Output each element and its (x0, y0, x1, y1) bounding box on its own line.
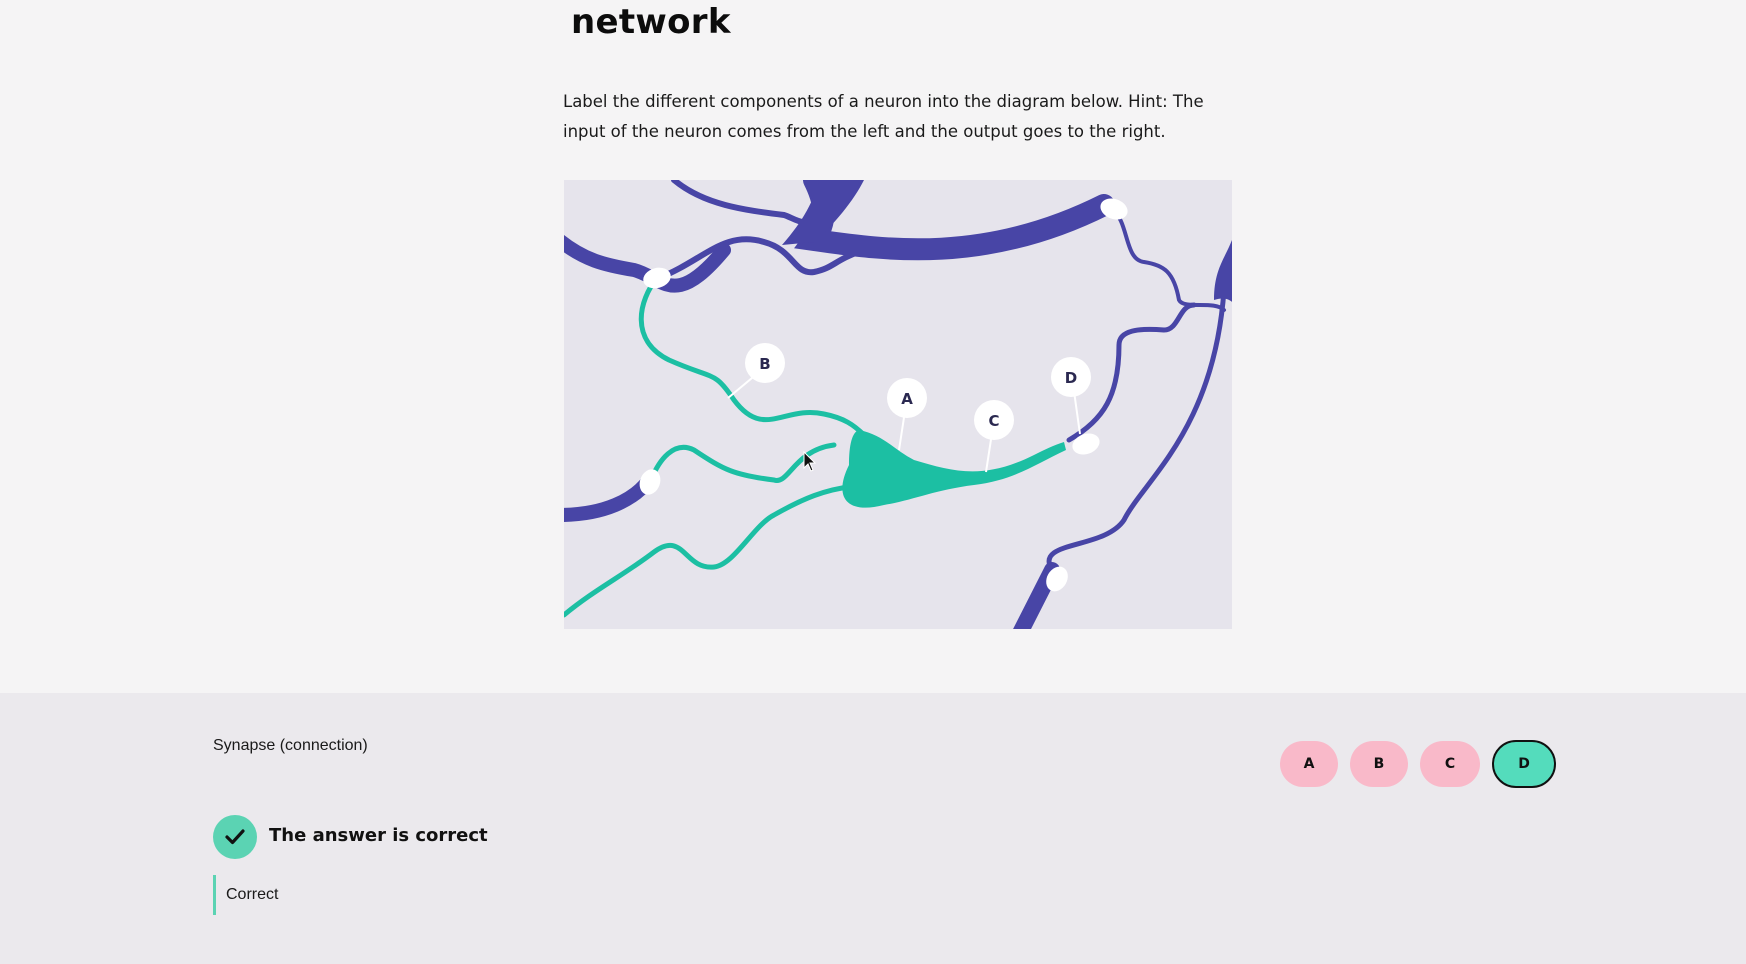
right-synapse-dendrite (1066, 302, 1197, 443)
option-b-button[interactable]: B (1350, 741, 1408, 787)
neuron-network-illustration: A B C D (564, 180, 1232, 629)
label-marker-a (887, 378, 927, 418)
option-d-button[interactable]: D (1492, 740, 1556, 788)
instructions-text: Label the different components of a neur… (563, 92, 1204, 141)
label-c: C (988, 412, 999, 430)
exercise-section: network Label the different components o… (563, 2, 1232, 629)
dendrite-lower (564, 483, 857, 618)
label-b: B (759, 355, 770, 373)
question-text: Synapse (connection) (213, 737, 368, 754)
right-lower-purple (1046, 287, 1227, 573)
label-a: A (901, 390, 913, 408)
question-panel: Synapse (connection) A B C D The answer … (0, 693, 1746, 964)
checkmark-icon (213, 815, 257, 859)
label-marker-d (1051, 357, 1091, 397)
top-dendrite-purple (656, 236, 867, 281)
page-title: network (571, 2, 731, 42)
label-marker-b (745, 343, 785, 383)
dendrite-middle (648, 442, 837, 483)
dendrite-upper (638, 275, 867, 438)
feedback-title: The answer is correct (269, 825, 488, 846)
option-a-button[interactable]: A (1280, 741, 1338, 787)
neuron-diagram: A B C D (564, 180, 1232, 629)
label-marker-c (974, 400, 1014, 440)
synapses (639, 198, 1128, 592)
label-d: D (1065, 369, 1077, 387)
left-axon-purple (564, 235, 731, 293)
feedback-explanation: Correct (213, 875, 278, 915)
top-branch-purple (671, 180, 827, 227)
cell-body (842, 430, 1066, 508)
option-c-button[interactable]: C (1420, 741, 1480, 787)
bottom-left-axon-purple (564, 473, 656, 522)
right-dendrite-purple (1110, 208, 1226, 312)
mouse-cursor-icon (803, 451, 817, 472)
